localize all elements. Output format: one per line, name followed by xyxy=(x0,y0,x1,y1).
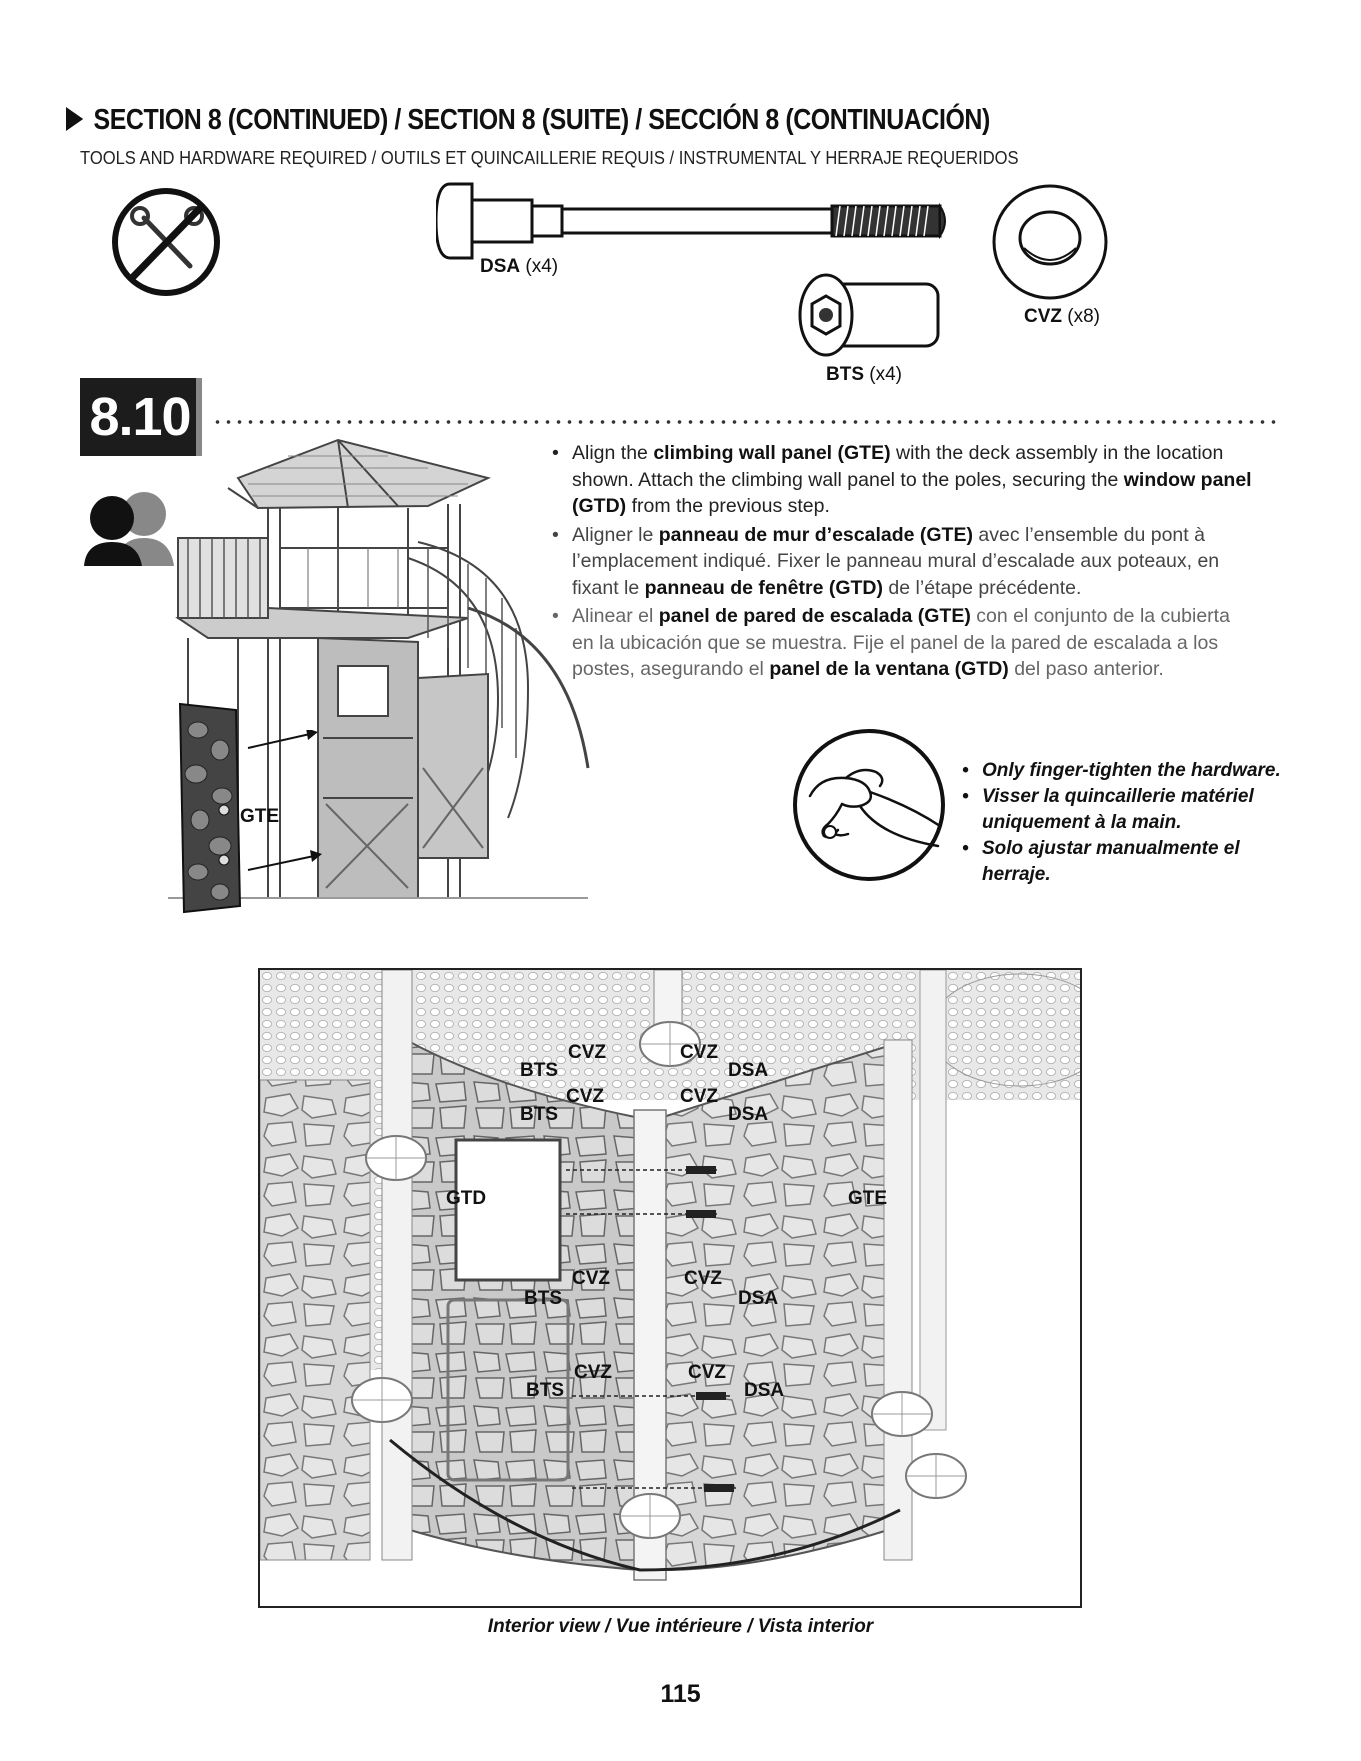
page-number: 115 xyxy=(660,1680,701,1708)
dsa-label: DSA (x4) xyxy=(480,256,559,277)
instruction-spanish: Alinear el panel de pared de escalada (G… xyxy=(552,603,1252,683)
gtd-callout: GTD xyxy=(446,1188,487,1209)
cvz-washer-icon xyxy=(992,184,1108,300)
no-tools-required-icon xyxy=(112,188,220,296)
bts-callout-2: BTS xyxy=(520,1104,558,1125)
tip-english: Only finger-tighten the hardware. xyxy=(962,758,1282,784)
section-title: SECTION 8 (CONTINUED) / SECTION 8 (SUITE… xyxy=(66,104,990,137)
cvz-callout-6: CVZ xyxy=(684,1268,722,1289)
cvz-callout-2: CVZ xyxy=(680,1042,718,1063)
finger-tighten-hand-icon xyxy=(793,729,945,881)
playset-illustration xyxy=(168,438,590,899)
step-instructions: Align the climbing wall panel (GTE) with… xyxy=(552,440,1252,685)
step-number-edge xyxy=(196,378,202,456)
tip-french: Visser la quincaillerie matériel uniquem… xyxy=(962,784,1282,836)
dsa-callout-2: DSA xyxy=(728,1104,769,1125)
gte-callout: GTE xyxy=(848,1188,888,1209)
interior-view-drawing xyxy=(260,970,1080,1581)
bts-barrel-nut-icon xyxy=(798,273,940,357)
cvz-callout-1: CVZ xyxy=(568,1042,606,1063)
dotted-divider xyxy=(212,420,1282,424)
triangle-bullet-icon xyxy=(66,107,84,131)
two-person-icon xyxy=(84,492,174,566)
bts-callout-1: BTS xyxy=(520,1060,558,1081)
step-number: 8.10 xyxy=(80,378,200,456)
instruction-english: Align the climbing wall panel (GTE) with… xyxy=(552,440,1252,520)
interior-view-caption: Interior view / Vue intérieure / Vista i… xyxy=(487,1616,874,1637)
bts-callout-4: BTS xyxy=(526,1380,564,1401)
interior-view-diagram: CVZ CVZ BTS DSA CVZ CVZ BTS DSA GTD GTE … xyxy=(258,968,1082,1608)
finger-tighten-tips: Only finger-tighten the hardware. Visser… xyxy=(962,758,1282,888)
tip-spanish: Solo ajustar manualmente el herraje. xyxy=(962,836,1282,888)
cvz-callout-4: CVZ xyxy=(680,1086,718,1107)
cvz-callout-7: CVZ xyxy=(574,1362,612,1383)
cvz-callout-5: CVZ xyxy=(572,1268,610,1289)
dsa-bolt-icon xyxy=(436,182,946,260)
instruction-french: Aligner le panneau de mur d’escalade (GT… xyxy=(552,522,1252,602)
dsa-callout-1: DSA xyxy=(728,1060,769,1081)
cvz-callout-3: CVZ xyxy=(566,1086,604,1107)
tools-subtitle: TOOLS AND HARDWARE REQUIRED / OUTILS ET … xyxy=(80,148,1019,168)
gte-panel-label: GTE xyxy=(240,806,280,827)
dsa-callout-3: DSA xyxy=(738,1288,779,1309)
gte-climbing-panel-illustration xyxy=(178,702,242,914)
bts-callout-3: BTS xyxy=(524,1288,562,1309)
cvz-callout-8: CVZ xyxy=(688,1362,726,1383)
placement-arrows xyxy=(247,730,322,871)
cvz-label: CVZ (x8) xyxy=(1024,306,1101,327)
dsa-callout-4: DSA xyxy=(744,1380,785,1401)
bts-label: BTS (x4) xyxy=(826,364,903,385)
